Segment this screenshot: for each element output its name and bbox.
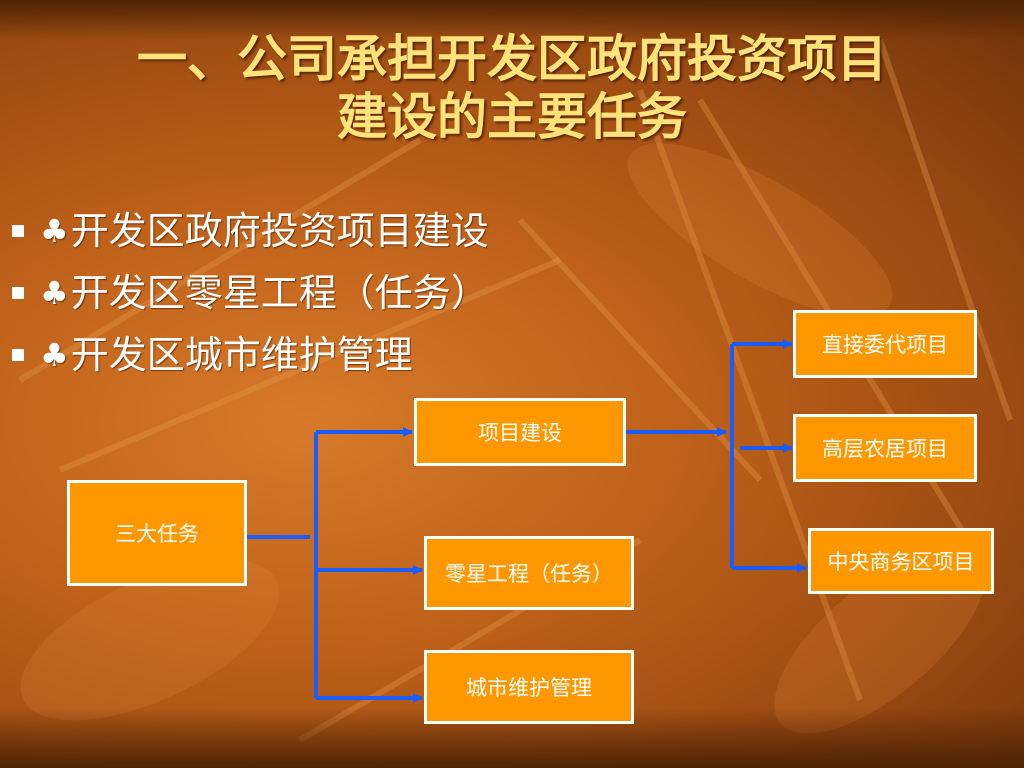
background-top-shade xyxy=(0,0,1024,40)
bullet-text: 开发区零星工程（任务） xyxy=(70,271,489,315)
node-project-build: 项目建设 xyxy=(414,398,626,466)
bullet-item: ♣ 开发区零星工程（任务） xyxy=(12,262,489,324)
club-icon: ♣ xyxy=(40,274,69,312)
title-line-2: 建设的主要任务 xyxy=(337,87,687,146)
node-cbd-project: 中央商务区项目 xyxy=(808,528,994,594)
node-direct-commission: 直接委代项目 xyxy=(793,310,977,378)
bullet-text: 开发区城市维护管理 xyxy=(70,333,413,377)
bullet-item: ♣ 开发区政府投资项目建设 xyxy=(12,200,489,262)
title-line-1: 一、公司承担开发区政府投资项目 xyxy=(137,29,887,88)
bullet-item: ♣ 开发区城市维护管理 xyxy=(12,324,489,386)
square-bullet-icon xyxy=(12,287,24,299)
bullet-text: 开发区政府投资项目建设 xyxy=(70,209,489,253)
club-icon: ♣ xyxy=(40,336,69,374)
square-bullet-icon xyxy=(12,349,24,361)
square-bullet-icon xyxy=(12,225,24,237)
node-root: 三大任务 xyxy=(67,480,247,586)
node-highrise-housing: 高层农居项目 xyxy=(793,414,977,482)
slide-title: 一、公司承担开发区政府投资项目 建设的主要任务 xyxy=(0,30,1024,146)
node-misc-works: 零星工程（任务） xyxy=(424,536,634,610)
node-city-maintenance: 城市维护管理 xyxy=(424,650,634,724)
bullet-list: ♣ 开发区政府投资项目建设 ♣ 开发区零星工程（任务） ♣ 开发区城市维护管理 xyxy=(12,200,489,386)
club-icon: ♣ xyxy=(40,212,69,250)
